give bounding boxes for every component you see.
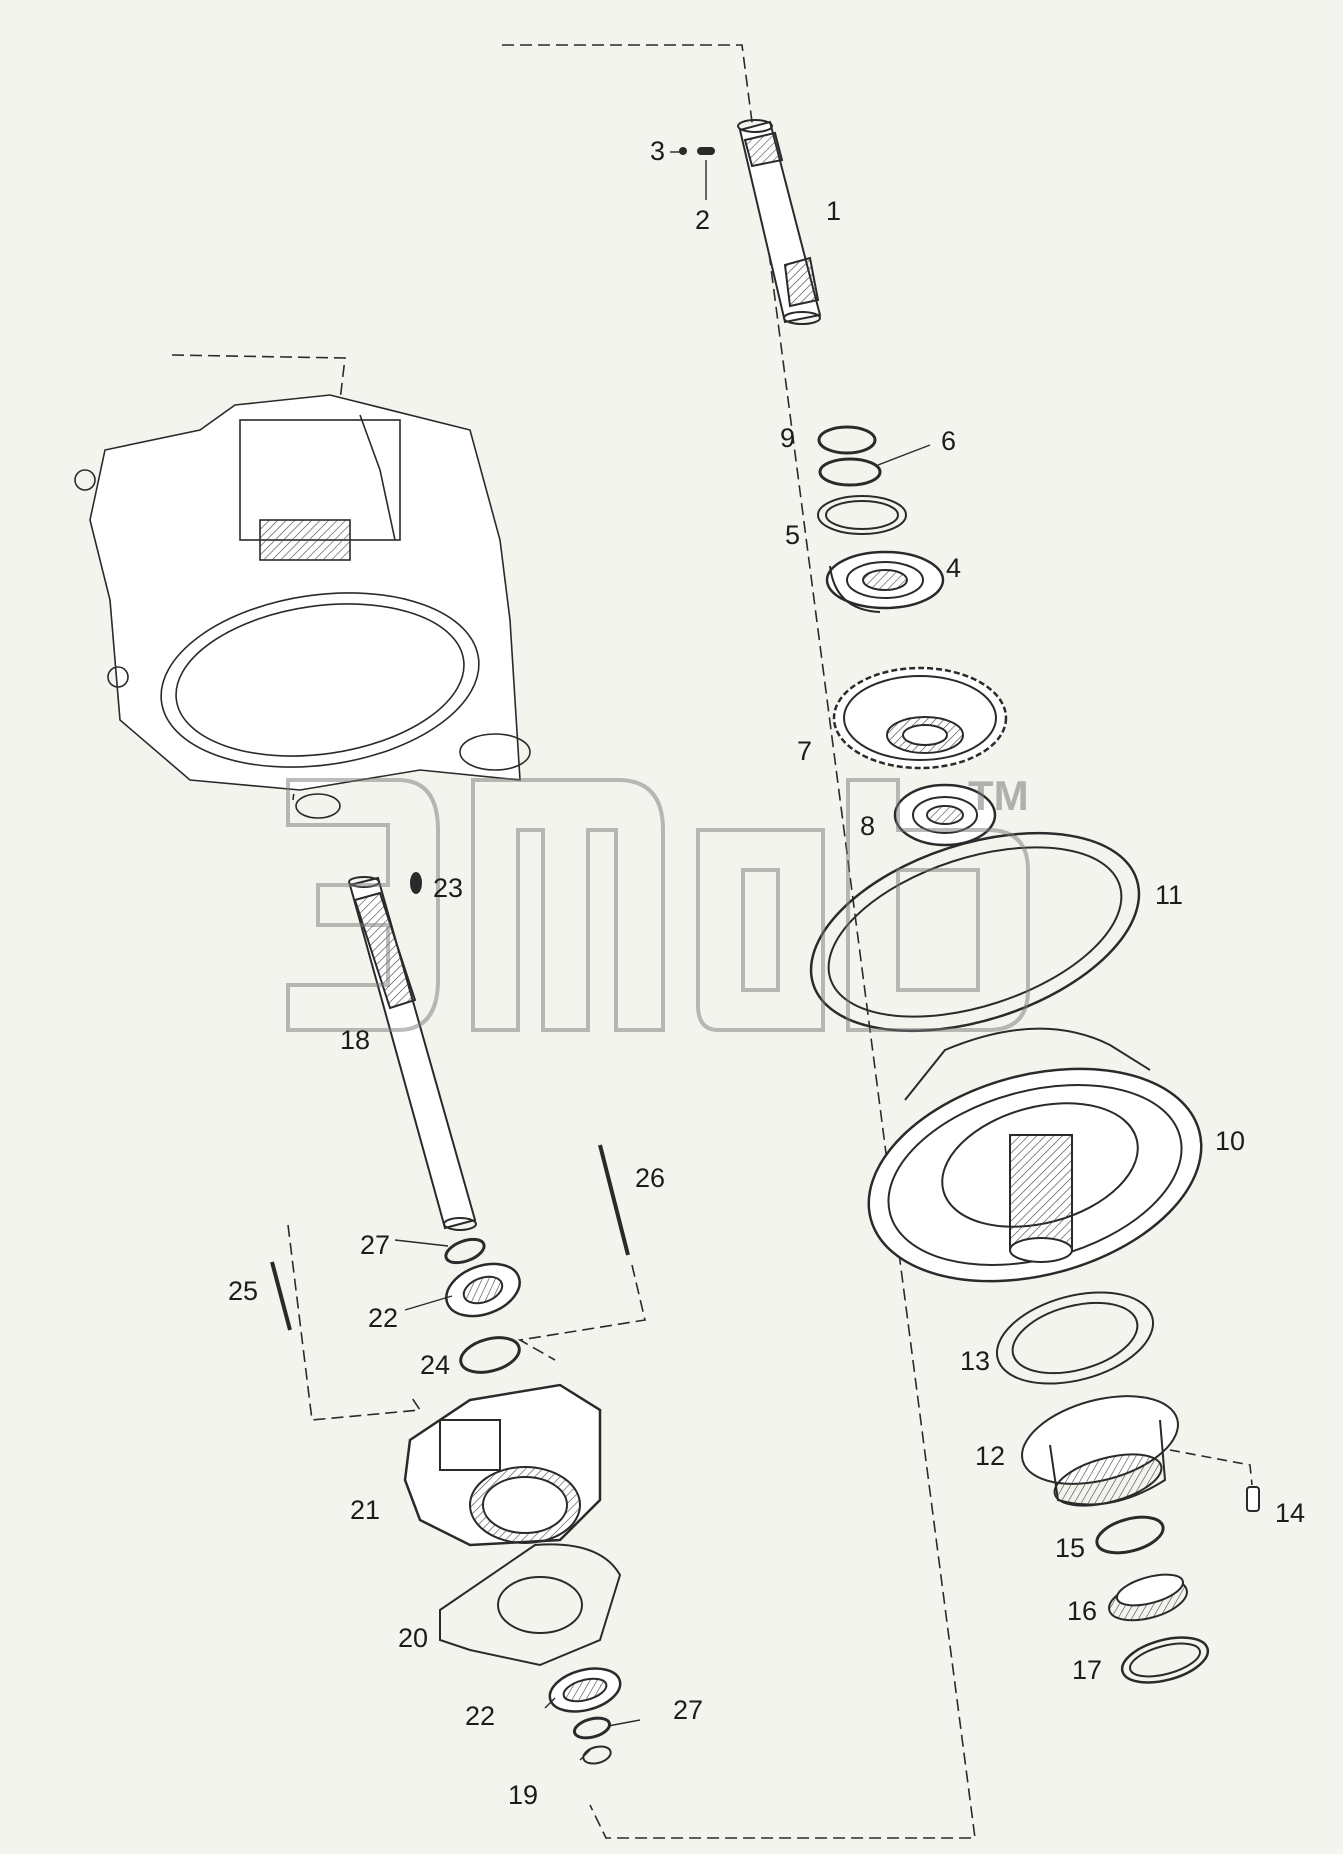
part-4-bearing bbox=[825, 550, 945, 613]
callout-8: 8 bbox=[860, 811, 876, 841]
callout-10: 10 bbox=[1215, 1126, 1246, 1156]
callout-20: 20 bbox=[398, 1623, 429, 1653]
part-15-ring bbox=[1095, 1515, 1165, 1555]
callout-22-upper: 22 bbox=[368, 1303, 399, 1333]
part-24-seal bbox=[459, 1336, 521, 1374]
callout-15: 15 bbox=[1055, 1533, 1086, 1563]
callout-3: 3 bbox=[650, 136, 666, 166]
callout-19: 19 bbox=[508, 1780, 539, 1810]
callout-22-lower: 22 bbox=[465, 1701, 496, 1731]
callout-7: 7 bbox=[797, 736, 813, 766]
part-6-ring bbox=[818, 457, 882, 487]
part-14-bolt bbox=[1246, 1486, 1260, 1512]
part-22-bearing-lower bbox=[548, 1667, 622, 1713]
callout-13: 13 bbox=[960, 1346, 991, 1376]
callout-12: 12 bbox=[975, 1441, 1006, 1471]
assembly-axis-bolt14 bbox=[1169, 1449, 1253, 1486]
callout-14: 14 bbox=[1275, 1498, 1306, 1528]
callout-9: 9 bbox=[780, 423, 796, 453]
assembly-axis-main bbox=[502, 44, 976, 1839]
part-13-gasket bbox=[995, 1291, 1155, 1385]
assembly-axis-bolts-right bbox=[517, 1264, 646, 1361]
callout-2: 2 bbox=[695, 205, 711, 235]
part-20-gasket bbox=[439, 1543, 622, 1667]
callout-16: 16 bbox=[1067, 1596, 1098, 1626]
callout-21: 21 bbox=[350, 1495, 381, 1525]
part-5-washer bbox=[817, 495, 907, 535]
gearbox-housing bbox=[74, 394, 531, 819]
part-26-bolt bbox=[598, 1144, 630, 1256]
part-23-pin bbox=[410, 872, 422, 894]
callout-1: 1 bbox=[826, 196, 842, 226]
callout-27-upper: 27 bbox=[360, 1230, 391, 1260]
callout-6: 6 bbox=[941, 426, 957, 456]
part-7-gear bbox=[832, 666, 1008, 770]
part-21-bracket bbox=[403, 1383, 602, 1547]
callout-23: 23 bbox=[433, 873, 464, 903]
callout-27-lower: 27 bbox=[673, 1695, 704, 1725]
callout-26: 26 bbox=[635, 1163, 666, 1193]
callout-5: 5 bbox=[785, 520, 801, 550]
part-27-ring-upper bbox=[444, 1237, 486, 1265]
part-16-seal bbox=[1108, 1573, 1188, 1622]
callout-11: 11 bbox=[1155, 880, 1184, 910]
part-22-bearing-upper bbox=[445, 1262, 521, 1318]
part-17-sleeve bbox=[1120, 1636, 1210, 1684]
part-25-bolt bbox=[270, 1261, 292, 1331]
watermark-tm: TM bbox=[968, 772, 1029, 819]
part-1-shaft bbox=[737, 119, 822, 325]
part-2-key bbox=[697, 147, 715, 155]
assembly-axis-bolts bbox=[287, 1224, 422, 1421]
callout-4: 4 bbox=[946, 553, 962, 583]
callout-18: 18 bbox=[340, 1025, 371, 1055]
callout-17: 17 bbox=[1072, 1655, 1103, 1685]
part-27-ring-lower bbox=[572, 1716, 612, 1740]
part-19-ring bbox=[582, 1745, 612, 1765]
part-9-snap-ring bbox=[817, 425, 877, 455]
part-10-housing bbox=[867, 1027, 1203, 1283]
callout-25: 25 bbox=[228, 1276, 259, 1306]
callout-24: 24 bbox=[420, 1350, 451, 1380]
part-12-cover bbox=[1021, 1395, 1179, 1507]
part-3-pin bbox=[679, 147, 687, 155]
